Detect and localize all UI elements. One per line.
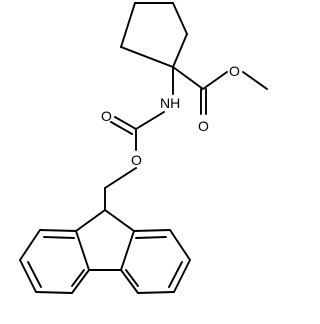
ester-group [172,66,268,115]
ester-carbonyl-oxygen-label: O [198,118,209,134]
cyclopentane-ring [120,2,188,68]
nitrogen-label: NH [160,95,180,111]
carbamate-ether-oxygen-label: O [131,152,142,168]
molecule-diagram: NH O O O O [19,2,268,294]
amine-linkage [135,66,174,130]
fluorene-right-benzene-ring [120,229,191,294]
ester-ether-oxygen-label: O [229,63,240,79]
chemical-structure-canvas: NH O O O O [19,2,268,294]
carbamate-group [104,116,137,189]
carbamate-carbonyl-oxygen-label: O [101,108,112,124]
fluorene-five-ring [75,209,135,271]
fluorene-left-benzene-ring [19,229,90,294]
